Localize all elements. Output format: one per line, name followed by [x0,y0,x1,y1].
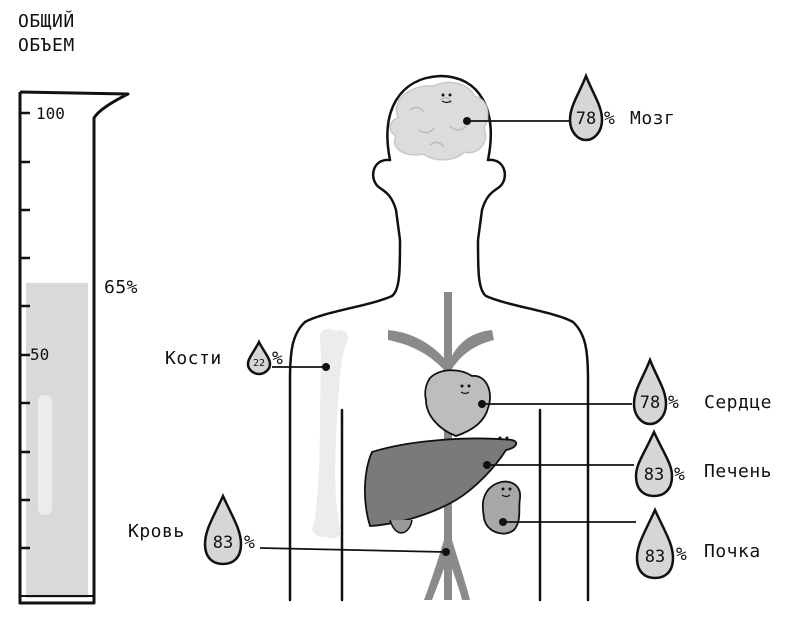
connector-lines [259,120,636,553]
brain-percent-value: 78 [575,109,597,129]
cylinder-tick-label-100: 100 [36,104,65,123]
kidney-illustration [481,480,521,535]
blood-percent-value: 83 [212,533,234,553]
brain-label: Мозг [630,108,676,129]
drop-bones-icon [246,339,272,376]
bones-label: Кости [165,348,222,369]
connector-dots [322,117,507,556]
drop-heart-icon [632,356,668,426]
connector-blood [259,547,447,553]
heart-percent-value: 78 [639,393,661,413]
human-body-outline [288,74,590,602]
cylinder-ticks [20,111,30,550]
water-drops [203,72,675,580]
cylinder-title-line2: ОБЪЕМ [18,35,75,56]
kidney-label: Почка [704,541,761,562]
cylinder-liquid-fill [26,282,88,599]
kidney-percent-value: 83 [644,547,666,567]
drop-brain-icon [568,72,604,142]
brain-illustration [389,81,489,161]
cylinder-title-line1: ОБЩИЙ [18,11,75,32]
bone-illustration [312,328,348,539]
heart-percent-sign: % [668,392,679,413]
liver-percent-sign: % [674,464,685,485]
brain-percent-sign: % [604,108,615,129]
cylinder-outline [18,90,130,605]
liver-percent-value: 83 [643,465,665,485]
liver-label: Печень [704,461,773,482]
cylinder-tick-label-50: 50 [30,345,50,364]
drop-kidney-icon [635,506,675,580]
drop-blood-icon [203,492,243,566]
measuring-cylinder [18,90,130,605]
cylinder-fill-level-label: 65% [104,277,139,298]
heart-label: Сердце [704,392,773,413]
bones-percent-value: 22 [252,358,266,369]
cylinder-liquid-highlight [38,395,52,515]
liver-illustration [364,436,518,534]
blood-label: Кровь [128,521,185,542]
heart-illustration [424,369,491,437]
blood-percent-sign: % [244,532,255,553]
kidney-percent-sign: % [676,544,687,565]
bones-percent-sign: % [272,348,283,369]
blood-vessels [388,292,494,600]
drop-liver-icon [634,428,674,498]
